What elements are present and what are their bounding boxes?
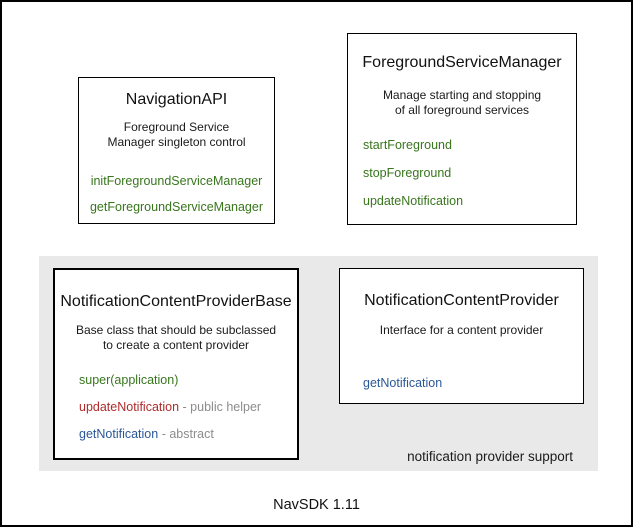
class-title-foreground-service-manager: ForegroundServiceManager bbox=[362, 54, 562, 71]
method-stop-foreground: stopForeground bbox=[363, 166, 452, 180]
sdk-version-label: NavSDK 1.11 bbox=[273, 497, 360, 513]
description-line: Foreground Service bbox=[123, 120, 230, 134]
method-get-foreground-service-manager: getForegroundServiceManager bbox=[89, 200, 264, 214]
method-get-notification: getNotification bbox=[363, 376, 443, 390]
method-annotation: - abstract bbox=[158, 427, 214, 441]
method-annotation: - public helper bbox=[179, 400, 262, 414]
method-list: startForeground stopForeground updateNot… bbox=[348, 138, 576, 209]
description-line: of all foreground services bbox=[394, 103, 530, 117]
class-description: Interface for a content provider bbox=[340, 323, 583, 338]
class-description: Foreground Service Manager singleton con… bbox=[79, 120, 274, 150]
description-line: Manage starting and stopping bbox=[382, 88, 542, 102]
description-line: Manager singleton control bbox=[107, 135, 246, 149]
method-update-notification: updateNotification bbox=[363, 194, 464, 208]
class-description: Manage starting and stopping of all fore… bbox=[348, 88, 576, 118]
description-line: to create a content provider bbox=[102, 338, 250, 352]
class-box-notification-content-provider-base: NotificationContentProviderBase Base cla… bbox=[53, 268, 299, 460]
class-title-notification-content-provider-base: NotificationContentProviderBase bbox=[60, 293, 292, 310]
method-init-foreground-service-manager: initForegroundServiceManager bbox=[90, 174, 263, 188]
description-line: Base class that should be subclassed bbox=[75, 323, 277, 337]
method-list: getNotification bbox=[340, 376, 583, 391]
class-title-notification-content-provider: NotificationContentProvider bbox=[364, 292, 559, 309]
class-box-notification-content-provider: NotificationContentProvider Interface fo… bbox=[339, 268, 584, 404]
method-list: initForegroundServiceManager getForegrou… bbox=[79, 174, 274, 215]
method-update-notification: updateNotification - public helper bbox=[79, 400, 262, 414]
panel-caption: notification provider support bbox=[407, 449, 573, 464]
class-description: Base class that should be subclassed to … bbox=[55, 323, 297, 353]
class-title-navigation-api: NavigationAPI bbox=[125, 91, 228, 108]
method-super-application: super(application) bbox=[79, 373, 179, 387]
method-get-notification: getNotification - abstract bbox=[79, 427, 214, 441]
method-list: super(application) updateNotification - … bbox=[55, 373, 297, 442]
class-box-navigation-api: NavigationAPI Foreground Service Manager… bbox=[78, 77, 275, 224]
class-box-foreground-service-manager: ForegroundServiceManager Manage starting… bbox=[347, 33, 577, 225]
description-line: Interface for a content provider bbox=[379, 323, 544, 337]
method-start-foreground: startForeground bbox=[363, 138, 452, 152]
